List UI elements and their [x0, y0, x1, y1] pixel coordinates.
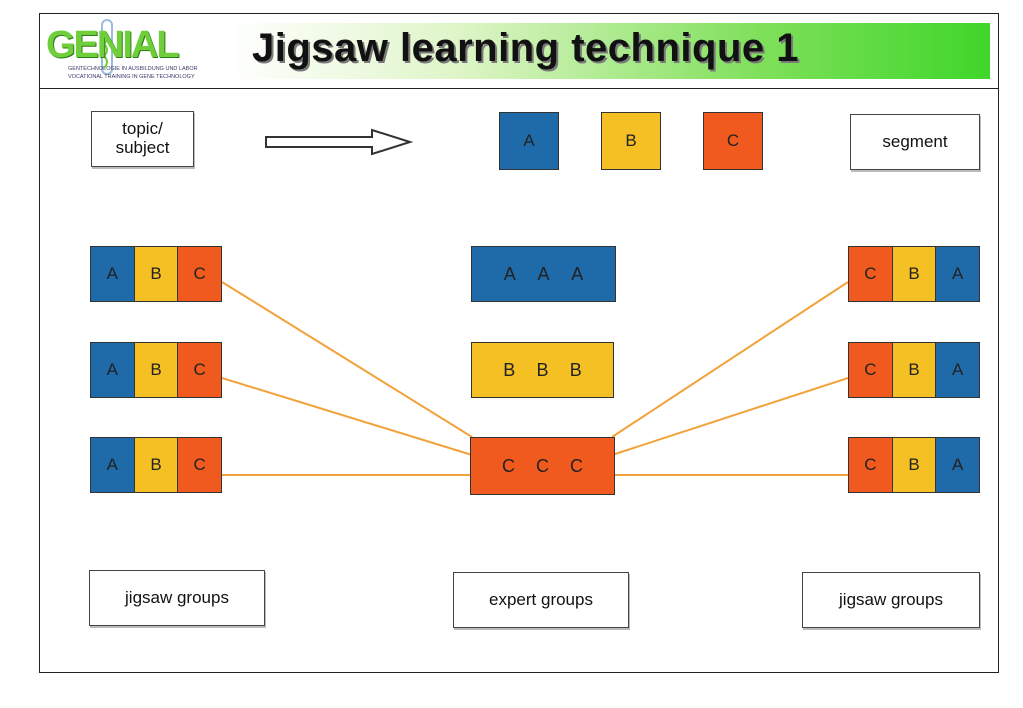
right-jigsaw-group-2: C B A [848, 342, 980, 398]
topic-subject-box: topic/subject [91, 111, 194, 167]
member-c: C [536, 455, 549, 476]
expert-group-c: C C C [470, 437, 615, 495]
member-c: C [178, 438, 222, 492]
member-c: C [502, 455, 515, 476]
member-b: B [134, 343, 179, 397]
expert-group-a: A A A [471, 246, 616, 302]
segment-b: B [601, 112, 661, 170]
member-b: B [892, 343, 937, 397]
member-a: A [936, 343, 980, 397]
left-jigsaw-group-1: A B C [90, 246, 222, 302]
member-b: B [892, 247, 937, 301]
member-b: B [134, 247, 179, 301]
member-a: A [936, 438, 980, 492]
right-jigsaw-group-3: C B A [848, 437, 980, 493]
member-b: B [536, 359, 549, 380]
left-jigsaw-group-2: A B C [90, 342, 222, 398]
member-b: B [134, 438, 179, 492]
jigsaw-groups-label-left: jigsaw groups [89, 570, 265, 626]
logo-wordmark: GENIAL [46, 24, 180, 66]
header-divider [39, 88, 999, 89]
member-a: A [936, 247, 980, 301]
member-b: B [892, 438, 937, 492]
member-a: A [537, 263, 550, 284]
member-c: C [570, 455, 583, 476]
member-c: C [849, 343, 893, 397]
logo-subtitle-de: GENTECHNOLOGIE IN AUSBILDUNG UND LABOR [68, 66, 198, 72]
member-c: C [178, 247, 222, 301]
expert-group-b: B B B [471, 342, 614, 398]
member-a: A [503, 263, 516, 284]
segment-label-box: segment [850, 114, 980, 170]
left-jigsaw-group-3: A B C [90, 437, 222, 493]
member-a: A [571, 263, 584, 284]
jigsaw-groups-label-right: jigsaw groups [802, 572, 980, 628]
title-band [228, 23, 990, 79]
member-c: C [849, 247, 893, 301]
member-a: A [91, 438, 135, 492]
member-a: A [91, 343, 135, 397]
logo-subtitle-en: VOCATIONAL TRAINING IN GENE TECHNOLOGY [68, 74, 195, 80]
page-title: Jigsaw learning technique 1 [252, 26, 799, 70]
member-b: B [503, 359, 516, 380]
segment-c: C [703, 112, 763, 170]
expert-groups-label: expert groups [453, 572, 629, 628]
right-arrow-icon [265, 128, 414, 156]
member-a: A [91, 247, 135, 301]
genial-logo: GENIAL GENTECHNOLOGIE IN AUSBILDUNG UND … [46, 19, 226, 84]
right-jigsaw-group-1: C B A [848, 246, 980, 302]
member-b: B [569, 359, 582, 380]
member-c: C [849, 438, 893, 492]
segment-a: A [499, 112, 559, 170]
member-c: C [178, 343, 222, 397]
test-tube-icon [101, 19, 113, 75]
